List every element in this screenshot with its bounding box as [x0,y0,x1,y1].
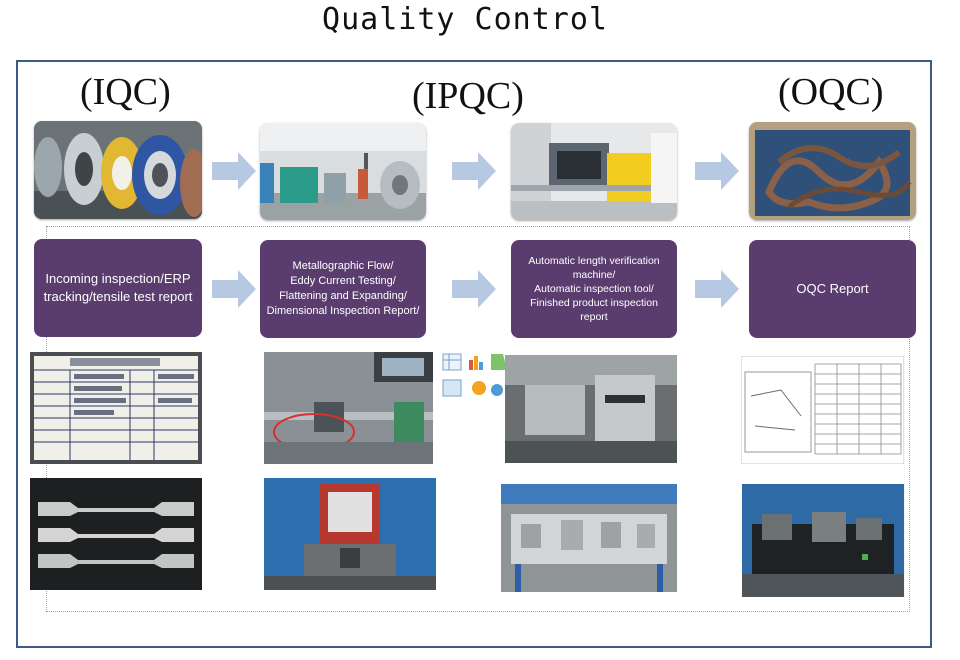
box-line: Finished product inspection report [530,297,658,324]
arrow-right-icon [452,152,496,190]
material-label-photo [30,352,202,464]
box-line: Metallographic Flow/ [292,260,394,273]
process-box-iqc: Incoming inspection/ERP tracking/tensile… [34,239,202,337]
process-box-oqc: OQC Report [749,240,916,338]
stage-label-iqc: (IQC) [80,71,171,113]
final-inspection-photo [742,484,904,597]
flattening-press-photo [264,478,436,590]
box-line: Incoming inspection/ERP [45,271,191,287]
process-box-ipqc-1: Metallographic Flow/ Eddy Current Testin… [260,240,426,338]
arrow-right-icon [212,270,256,308]
stage-label-ipqc: (IPQC) [412,75,524,117]
arrow-right-icon [212,152,256,190]
testing-machine-photo [264,352,433,464]
machine-photo [260,123,426,220]
page-title: Quality Control [322,2,608,37]
diagram-frame [16,60,932,648]
box-line: Dimensional Inspection Report/ [266,304,420,317]
parts-photo [749,122,916,220]
box-line: tracking/tensile test report [43,289,193,304]
box-line: machine/ [572,268,616,281]
oqc-report-document [741,356,904,464]
stage-label-oqc: (OQC) [778,71,884,113]
box-line: Automatic length verification [528,254,660,267]
bender-photo [511,123,677,220]
box-line: Flattening and Expanding/ [279,290,407,302]
box-line: Eddy Current Testing/ [290,275,396,288]
coil-photo [34,121,202,219]
box-line: Automatic inspection tool/ [534,282,654,295]
inspection-tool-photo [505,355,677,463]
arrow-right-icon [695,152,739,190]
arrow-right-icon [695,270,739,308]
arrow-right-icon [452,270,496,308]
office-icons [441,352,511,400]
inspection-fixture-photo [501,484,677,592]
box-line: OQC Report [796,281,869,297]
process-box-ipqc-2: Automatic length verification machine/ A… [511,240,677,338]
tensile-specimen-photo [30,478,202,590]
